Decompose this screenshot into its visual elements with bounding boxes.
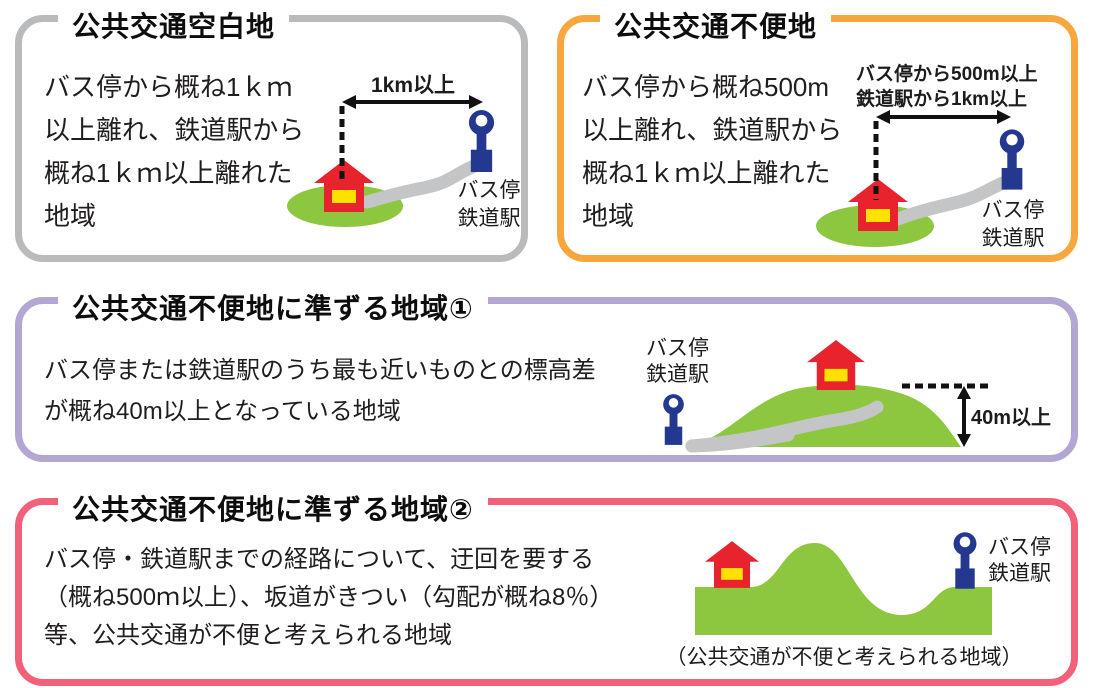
station-label: 鉄道駅 (458, 207, 521, 230)
box2-illustration: バス停から500m以上 鉄道駅から1km以上 バス停 鉄道駅 (816, 62, 1045, 250)
house-icon (705, 541, 759, 588)
height-arrow (957, 386, 971, 447)
box3-title: 公共交通不便地に準ずる地域① (58, 290, 488, 328)
bus-stop-label: バス停 (646, 337, 709, 360)
bus-stop-icon (999, 129, 1025, 190)
box3-description: バス停または鉄道駅のうち最も近いものとの標高差 が概ね40m以上となっている地域 (44, 357, 596, 425)
distance-arrow (342, 95, 483, 109)
box4-description: バス停・鉄道駅までの経路について、迂回を要する （概ね500ｍ以上）、坂道がきつ… (44, 546, 614, 649)
distance-arrow (876, 110, 1011, 124)
station-label: 鉄道駅 (988, 562, 1051, 585)
bus-stop-icon (468, 110, 495, 172)
station-label: 鉄道駅 (982, 227, 1045, 250)
box-transit-inconvenient-area: 公共交通不便地 バス停から概ね500m 以上離れ、鉄道駅から 概ね1ｋｍ以上離れ… (557, 8, 1078, 262)
house-icon (807, 340, 865, 390)
box4-illustration: バス停 鉄道駅 （公共交通が不便と考えられる地域） (666, 532, 1051, 669)
box2-title: 公共交通不便地 (600, 8, 832, 46)
road-base (685, 428, 795, 453)
road (891, 175, 1012, 226)
box4-title: 公共交通不便地に準ずる地域② (58, 491, 488, 529)
distance-label-line1: バス停から500m以上 (856, 62, 1038, 85)
bus-stop-icon (663, 394, 684, 445)
box-quasi-inconvenient-area-1: 公共交通不便地に準ずる地域① バス停または鉄道駅のうち最も近いものとの標高差 が… (15, 290, 1078, 462)
station-label: 鉄道駅 (646, 363, 709, 386)
box1-illustration: 1km以上 バス停 鉄道駅 (287, 74, 521, 230)
distance-label-line2: 鉄道駅から1km以上 (856, 87, 1027, 110)
terrain-caption: （公共交通が不便と考えられる地域） (666, 646, 1023, 669)
road (360, 157, 486, 209)
bus-stop-label: バス停 (982, 199, 1045, 222)
box3-illustration: バス停 鉄道駅 40m以上 (646, 337, 1051, 453)
bus-stop-label: バス停 (988, 536, 1051, 559)
height-label-40m: 40m以上 (971, 406, 1051, 429)
bus-stop-label: バス停 (458, 179, 521, 202)
box1-description: バス停から概ね1ｋｍ 以上離れ、鉄道駅から 概ね1ｋｍ以上離れた 地域 (44, 72, 305, 231)
distance-label-1km: 1km以上 (371, 74, 455, 97)
hilly-terrain (695, 543, 992, 635)
box-quasi-inconvenient-area-2: 公共交通不便地に準ずる地域② バス停・鉄道駅までの経路について、迂回を要する （… (15, 491, 1078, 686)
box2-description: バス停から概ね500m 以上離れ、鉄道駅から 概ね1ｋｍ以上離れた 地域 (582, 72, 843, 231)
box-transit-blank-area: 公共交通空白地 バス停から概ね1ｋｍ 以上離れ、鉄道駅から 概ね1ｋｍ以上離れた… (15, 8, 528, 262)
bus-stop-icon (953, 532, 977, 589)
box1-title: 公共交通空白地 (58, 8, 290, 46)
